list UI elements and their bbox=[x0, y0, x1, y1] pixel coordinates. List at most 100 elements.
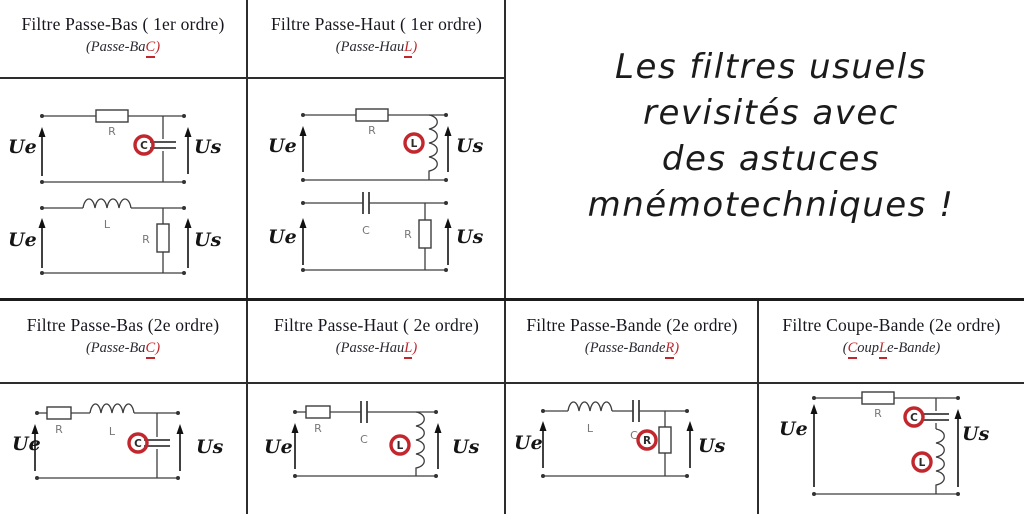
output-voltage-label: Us bbox=[456, 226, 484, 248]
capacitor-symbol bbox=[923, 398, 949, 429]
inductor-symbol bbox=[428, 114, 438, 180]
us-arrow bbox=[444, 218, 452, 265]
main-title-line: mnémotechniques ! bbox=[587, 185, 955, 225]
capacitor-symbol bbox=[144, 413, 170, 478]
cell-title: Filtre Passe-Bas (2e ordre) bbox=[26, 315, 220, 335]
inductor-label: L bbox=[587, 422, 594, 435]
cell-mnemonic: (Passe-BaC) bbox=[0, 340, 246, 360]
ue-arrow bbox=[539, 421, 547, 468]
cell-title: Filtre Passe-Bas ( 1er ordre) bbox=[21, 14, 225, 34]
circuit-lowpass2-rlc: R L C Ue Us bbox=[12, 403, 224, 480]
main-title-line: des astuces bbox=[661, 139, 881, 179]
cell-mnemonic: (CoupLe-Bande) bbox=[759, 340, 1024, 360]
circuit-lowpass1-lr: L R Ue Us bbox=[8, 198, 222, 275]
header-passe-haut-1: Filtre Passe-Haut ( 1er ordre) (Passe-Ha… bbox=[248, 14, 505, 59]
header-passe-bande-2: Filtre Passe-Bande (2e ordre) (Passe-Ban… bbox=[506, 315, 758, 360]
output-voltage-label: Us bbox=[698, 435, 726, 457]
ue-arrow bbox=[38, 218, 46, 268]
resistor-label: R bbox=[874, 407, 882, 420]
inductor-label: L bbox=[919, 457, 926, 469]
circuit-highpass1-rl: R L Ue Us bbox=[268, 108, 484, 182]
resistor-symbol: R bbox=[305, 405, 331, 435]
capacitor-label: C bbox=[630, 429, 638, 442]
output-voltage-label: Us bbox=[456, 135, 484, 157]
resistor-label: R bbox=[404, 228, 412, 241]
input-voltage-label: Ue bbox=[8, 229, 37, 251]
bottom-header-underline bbox=[0, 382, 1024, 384]
header-passe-haut-2: Filtre Passe-Haut ( 2e ordre) (Passe-Hau… bbox=[248, 315, 505, 360]
us-arrow bbox=[184, 127, 192, 174]
inductor-symbol bbox=[415, 411, 425, 476]
output-voltage-label: Us bbox=[452, 436, 480, 458]
divider-vertical-3 bbox=[757, 300, 759, 514]
divider-vertical-1 bbox=[246, 0, 248, 514]
resistor-symbol: R bbox=[95, 109, 129, 138]
circuit-lowpass1-rc: R C Ue Us bbox=[8, 109, 222, 184]
resistor-label: R bbox=[368, 124, 376, 137]
red-ring-highlight: R bbox=[636, 429, 658, 451]
divider-vertical-2 bbox=[504, 0, 506, 514]
red-ring-highlight: C bbox=[903, 406, 925, 428]
input-voltage-label: Ue bbox=[264, 436, 293, 458]
main-title-line: Les filtres usuels bbox=[615, 47, 927, 87]
header-passe-bas-1: Filtre Passe-Bas ( 1er ordre) (Passe-BaC… bbox=[0, 14, 246, 59]
input-voltage-label: Ue bbox=[514, 432, 543, 454]
header-coupe-bande-2: Filtre Coupe-Bande (2e ordre) (CoupLe-Ba… bbox=[759, 315, 1024, 360]
capacitor-label: C bbox=[140, 140, 148, 152]
output-voltage-label: Us bbox=[194, 229, 222, 251]
ue-arrow bbox=[299, 126, 307, 172]
ue-arrow bbox=[810, 404, 818, 487]
circuit-bandstop2-rcl: R C L Ue Us bbox=[779, 391, 990, 496]
red-ring-highlight: C bbox=[133, 134, 155, 156]
main-title: Les filtres usuels revisités avec des as… bbox=[548, 44, 994, 228]
red-ring-highlight: C bbox=[127, 432, 149, 454]
capacitor-label: C bbox=[134, 438, 142, 450]
capacitor-label: C bbox=[362, 224, 370, 237]
ue-arrow bbox=[38, 127, 46, 176]
top-header-underline bbox=[0, 77, 506, 79]
red-ring-highlight: L bbox=[911, 451, 933, 473]
ue-arrow bbox=[299, 218, 307, 265]
capacitor-label: C bbox=[360, 433, 368, 446]
inductor-symbol bbox=[935, 428, 945, 494]
inductor-symbol: L bbox=[89, 403, 135, 438]
inductor-label: L bbox=[397, 440, 404, 452]
us-arrow bbox=[184, 218, 192, 268]
resistor-label: R bbox=[314, 422, 322, 435]
output-voltage-label: Us bbox=[194, 136, 222, 158]
inductor-label: L bbox=[104, 218, 111, 231]
capacitor-label: C bbox=[910, 412, 918, 424]
capacitor-symbol: C bbox=[360, 401, 368, 446]
capacitor-symbol bbox=[150, 116, 176, 182]
cell-mnemonic: (Passe-BandeR) bbox=[506, 340, 758, 360]
us-arrow bbox=[176, 424, 184, 471]
us-arrow bbox=[686, 421, 694, 468]
resistor-symbol: R bbox=[404, 203, 432, 270]
inductor-symbol: L bbox=[82, 198, 132, 231]
ue-arrow bbox=[31, 424, 39, 471]
row-divider bbox=[0, 298, 1024, 301]
capacitor-symbol: C bbox=[362, 192, 370, 237]
inductor-symbol: L bbox=[567, 401, 613, 435]
cell-mnemonic: (Passe-HauL) bbox=[248, 39, 505, 59]
cell-title: Filtre Coupe-Bande (2e ordre) bbox=[782, 315, 1001, 335]
resistor-label: R bbox=[643, 435, 651, 447]
resistor-label: R bbox=[142, 233, 150, 246]
cell-mnemonic: (Passe-BaC) bbox=[0, 39, 246, 59]
circuit-bandpass2-lcr: L C R Ue Us bbox=[514, 400, 726, 478]
red-ring-highlight: L bbox=[389, 434, 411, 456]
us-arrow bbox=[444, 126, 452, 172]
input-voltage-label: Ue bbox=[779, 418, 808, 440]
cell-title: Filtre Passe-Haut ( 2e ordre) bbox=[273, 315, 480, 335]
resistor-symbol: R bbox=[46, 406, 72, 436]
resistor-symbol: R bbox=[355, 108, 389, 137]
resistor-symbol: R bbox=[861, 391, 895, 420]
cell-title: Filtre Passe-Bande (2e ordre) bbox=[526, 315, 738, 335]
resistor-label: R bbox=[108, 125, 116, 138]
input-voltage-label: Ue bbox=[268, 226, 297, 248]
main-title-line: revisités avec bbox=[643, 93, 899, 133]
us-arrow bbox=[954, 409, 962, 487]
output-voltage-label: Us bbox=[962, 423, 990, 445]
us-arrow bbox=[434, 423, 442, 469]
